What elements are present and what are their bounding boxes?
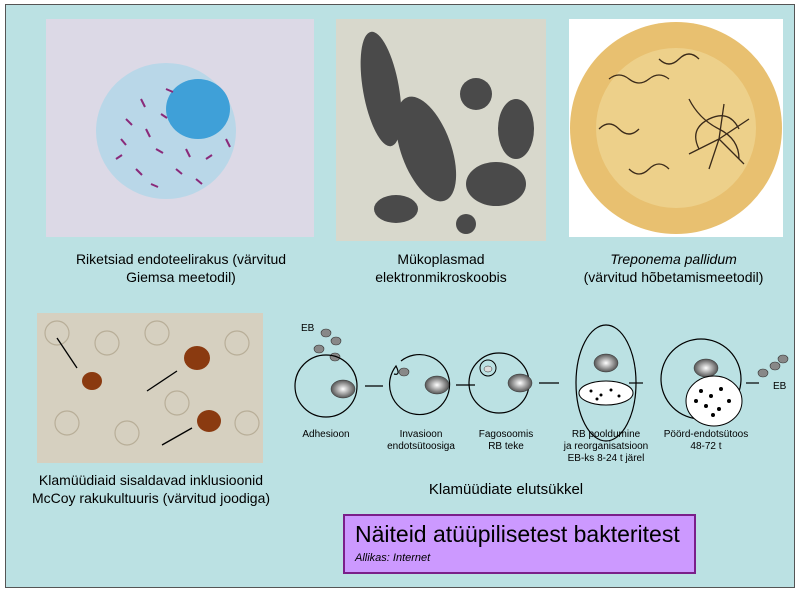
caption-line: elektronmikroskoobis <box>375 269 507 285</box>
life-cycle-caption: Klamüüdiate elutsükkel <box>428 481 584 498</box>
mycoplasma-photo <box>336 19 546 241</box>
title-box: Näiteid atüüpilisetest bakteritest Allik… <box>343 514 696 574</box>
mycoplasma-caption: Mükoplasmad elektronmikroskoobis <box>341 250 541 286</box>
step-label: ja reorganisatsioon <box>563 441 649 452</box>
step-label: Fagosoomis <box>479 429 533 440</box>
caption-line: Giemsa meetodil) <box>126 269 236 285</box>
arrows <box>365 382 759 387</box>
step-label: RB teke <box>488 441 524 452</box>
eb-label: EB <box>773 381 787 392</box>
step-label: 48-72 t <box>690 441 721 452</box>
step-label: EB-ks 8-24 t järel <box>568 453 645 464</box>
step-label: endotsütoosiga <box>387 441 455 452</box>
caption-line: McCoy rakukultuuris (värvitud joodiga) <box>31 490 271 506</box>
treponema-caption: Treponema pallidum (värvitud hõbetamisme… <box>551 250 796 286</box>
caption-line: (värvitud hõbetamismeetodil) <box>583 269 764 285</box>
species-name: Treponema pallidum <box>610 251 737 267</box>
chlamydia-photo <box>37 313 263 463</box>
step-label: RB pooldumine <box>572 429 641 440</box>
caption-line: Mükoplasmad <box>397 251 485 267</box>
source-note: Allikas: Internet <box>355 552 431 564</box>
rickettsia-photo <box>46 19 314 237</box>
slide-title: Näiteid atüüpilisetest bakteritest <box>355 521 680 547</box>
eb-label: EB <box>301 323 315 334</box>
life-cycle-diagram: EB EB Adhesioon Invasioon endotsüto <box>294 323 789 464</box>
step-label: Invasioon <box>400 429 443 440</box>
caption-line: Riketsiad endoteelirakus (värvitud <box>75 251 287 267</box>
rickettsia-caption: Riketsiad endoteelirakus (värvitud Giems… <box>36 250 326 286</box>
step-label: Adhesioon <box>302 429 349 440</box>
chlamydia-caption: Klamüüdiaid sisaldavad inklusioonid McCo… <box>6 471 296 507</box>
step-label: Pöörd-endotsütoos <box>664 429 749 440</box>
slide: Riketsiad endoteelirakus (värvitud Giems… <box>5 4 795 588</box>
treponema-photo <box>569 19 783 237</box>
caption-line: Klamüüdiaid sisaldavad inklusioonid <box>38 472 264 488</box>
